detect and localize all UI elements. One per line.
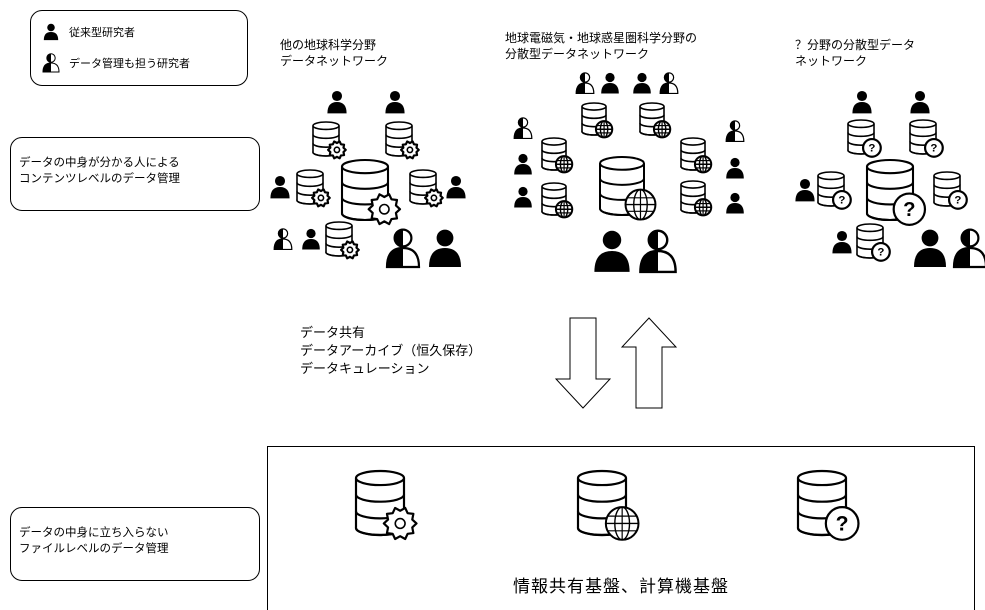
file-level-note: データの中身に立ち入らない ファイルレベルのデータ管理 (10, 507, 260, 581)
network-title-geomag-line1: 地球電磁気・地球惑星圏科学分野の (505, 31, 698, 45)
half-person-icon (639, 229, 677, 274)
content-level-note-line2: コンテンツレベルのデータ管理 (19, 171, 180, 185)
person-icon (514, 153, 532, 175)
person-icon (446, 175, 466, 199)
person-icon (594, 230, 630, 272)
person-icon (43, 23, 59, 41)
network-title-other-line1: 他の地球科学分野 (280, 38, 377, 52)
database-gear-icon (409, 169, 444, 208)
operation-sharing: データ共有 (300, 326, 366, 341)
network-title-unknown-line2: ネットワーク (795, 54, 868, 68)
database-gear-icon (385, 121, 420, 160)
network-title-unknown: ？分野の分散型データ ネットワーク (795, 37, 915, 69)
person-icon (852, 90, 872, 114)
half-person-icon (273, 228, 293, 251)
down-arrow-icon (555, 317, 611, 409)
network-title-other-line2: データネットワーク (280, 54, 389, 68)
up-arrow-icon (621, 317, 677, 409)
database-question-icon: ? (796, 469, 860, 541)
half-person-icon (952, 228, 985, 269)
person-icon (270, 175, 290, 199)
svg-text:?: ? (930, 143, 937, 155)
file-level-note-line1: データの中身に立ち入らない (19, 525, 169, 539)
content-level-note: データの中身が分かる人による コンテンツレベルのデータ管理 (10, 137, 260, 211)
database-question-icon: ? (865, 158, 927, 226)
half-person-icon (42, 53, 60, 73)
svg-text:?: ? (877, 247, 884, 259)
operations-list: データ共有 データアーカイブ（恒久保存） データキュレーション (300, 325, 481, 379)
database-globe-icon (541, 137, 574, 174)
person-icon (910, 90, 930, 114)
legend-row-data-mgmt: データ管理も担う研究者 (41, 53, 190, 73)
database-globe-icon (541, 182, 574, 219)
database-gear-icon (354, 469, 418, 541)
legend-label-data-mgmt: データ管理も担う研究者 (69, 57, 190, 70)
network-title-geomag: 地球電磁気・地球惑星圏科学分野の 分散型データネットワーク (505, 30, 697, 62)
database-question-icon: ? (856, 223, 891, 262)
file-level-note-line2: ファイルレベルのデータ管理 (19, 541, 169, 555)
svg-text:?: ? (868, 143, 875, 155)
svg-text:?: ? (836, 512, 849, 535)
network-title-geomag-line2: 分散型データネットワーク (505, 47, 650, 61)
content-level-note-line1: データの中身が分かる人による (19, 155, 180, 169)
svg-text:?: ? (838, 195, 845, 207)
half-person-icon (575, 72, 595, 95)
database-gear-icon (312, 121, 347, 160)
database-globe-icon (680, 137, 713, 174)
person-icon (601, 72, 619, 94)
person-icon (429, 229, 461, 267)
database-question-icon: ? (933, 171, 968, 210)
svg-text:?: ? (903, 199, 915, 221)
database-globe-icon (576, 469, 640, 541)
database-gear-icon (296, 169, 331, 208)
database-gear-icon (340, 158, 402, 226)
database-globe-icon (581, 102, 614, 139)
operation-curation: データキュレーション (300, 362, 430, 377)
svg-text:?: ? (954, 195, 961, 207)
database-question-icon: ? (909, 119, 944, 158)
person-icon (726, 192, 744, 214)
person-icon (726, 157, 744, 179)
person-icon (914, 229, 946, 267)
operation-archive: データアーカイブ（恒久保存） (300, 344, 482, 359)
person-icon (633, 72, 651, 94)
network-title-unknown-line1: ？分野の分散型データ (795, 38, 916, 52)
database-gear-icon (325, 221, 360, 260)
person-icon (832, 230, 852, 254)
person-icon (385, 90, 405, 114)
platform-title: 情報共有基盤、計算機基盤 (513, 577, 729, 597)
legend-row-traditional: 従来型研究者 (41, 23, 135, 41)
database-globe-icon (639, 102, 672, 139)
half-person-icon (659, 72, 679, 95)
network-title-other: 他の地球科学分野 データネットワーク (280, 37, 388, 69)
person-icon (514, 186, 532, 208)
person-icon (795, 178, 815, 202)
legend-box: 従来型研究者 データ管理も担う研究者 (30, 10, 248, 86)
database-question-icon: ? (817, 171, 852, 210)
database-question-icon: ? (847, 119, 882, 158)
person-icon (327, 90, 347, 114)
database-globe-icon (599, 156, 657, 221)
legend-label-traditional: 従来型研究者 (69, 26, 135, 39)
half-person-icon (385, 228, 421, 269)
person-icon (302, 228, 320, 250)
database-globe-icon (680, 180, 713, 217)
half-person-icon (725, 120, 745, 143)
half-person-icon (513, 117, 533, 140)
